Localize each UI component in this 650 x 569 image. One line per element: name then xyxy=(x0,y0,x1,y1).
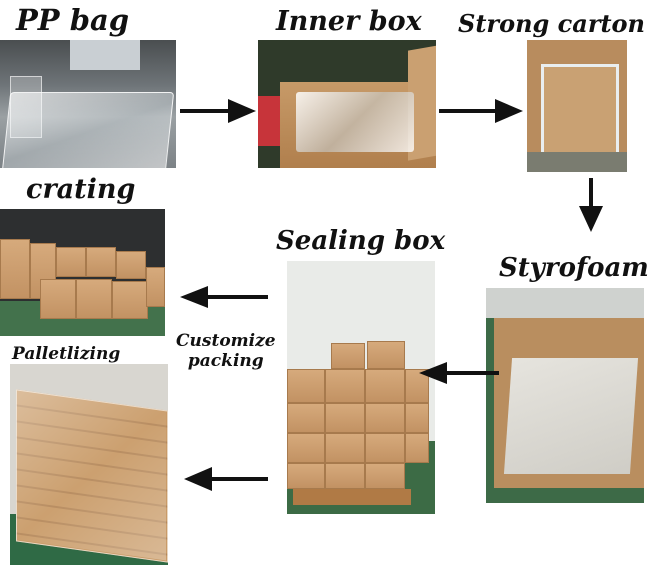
arrow-styrofoam-to-sealing xyxy=(419,362,499,384)
customize-packing-label: Customize packing xyxy=(176,331,276,372)
styrofoam-photo xyxy=(486,288,644,503)
pp-bag-label: PP bag xyxy=(16,3,130,37)
arrow-inner-to-carton xyxy=(439,99,523,123)
strong-carton-photo xyxy=(527,40,627,172)
arrow-carton-to-styrofoam xyxy=(579,178,603,232)
crating-label: crating xyxy=(26,174,136,205)
palletlizing-label: Palletlizing xyxy=(12,344,121,364)
arrow-ppbag-to-inner xyxy=(180,99,256,123)
pp-bag-photo xyxy=(0,40,176,168)
sealing-box-label: Sealing box xyxy=(276,226,446,256)
strong-carton-label: Strong carton xyxy=(458,9,646,38)
arrow-sealing-to-crating xyxy=(180,286,268,308)
packing-line: packing xyxy=(187,351,264,372)
arrow-sealing-to-palletlizing xyxy=(184,467,268,491)
inner-box-photo xyxy=(258,40,436,168)
customize-line: Customize xyxy=(176,331,276,351)
inner-box-label: Inner box xyxy=(276,6,422,37)
styrofoam-label: Styrofoam xyxy=(499,253,649,283)
crating-photo xyxy=(0,209,165,336)
palletlizing-photo xyxy=(10,364,168,565)
sealing-box-photo xyxy=(287,261,435,514)
